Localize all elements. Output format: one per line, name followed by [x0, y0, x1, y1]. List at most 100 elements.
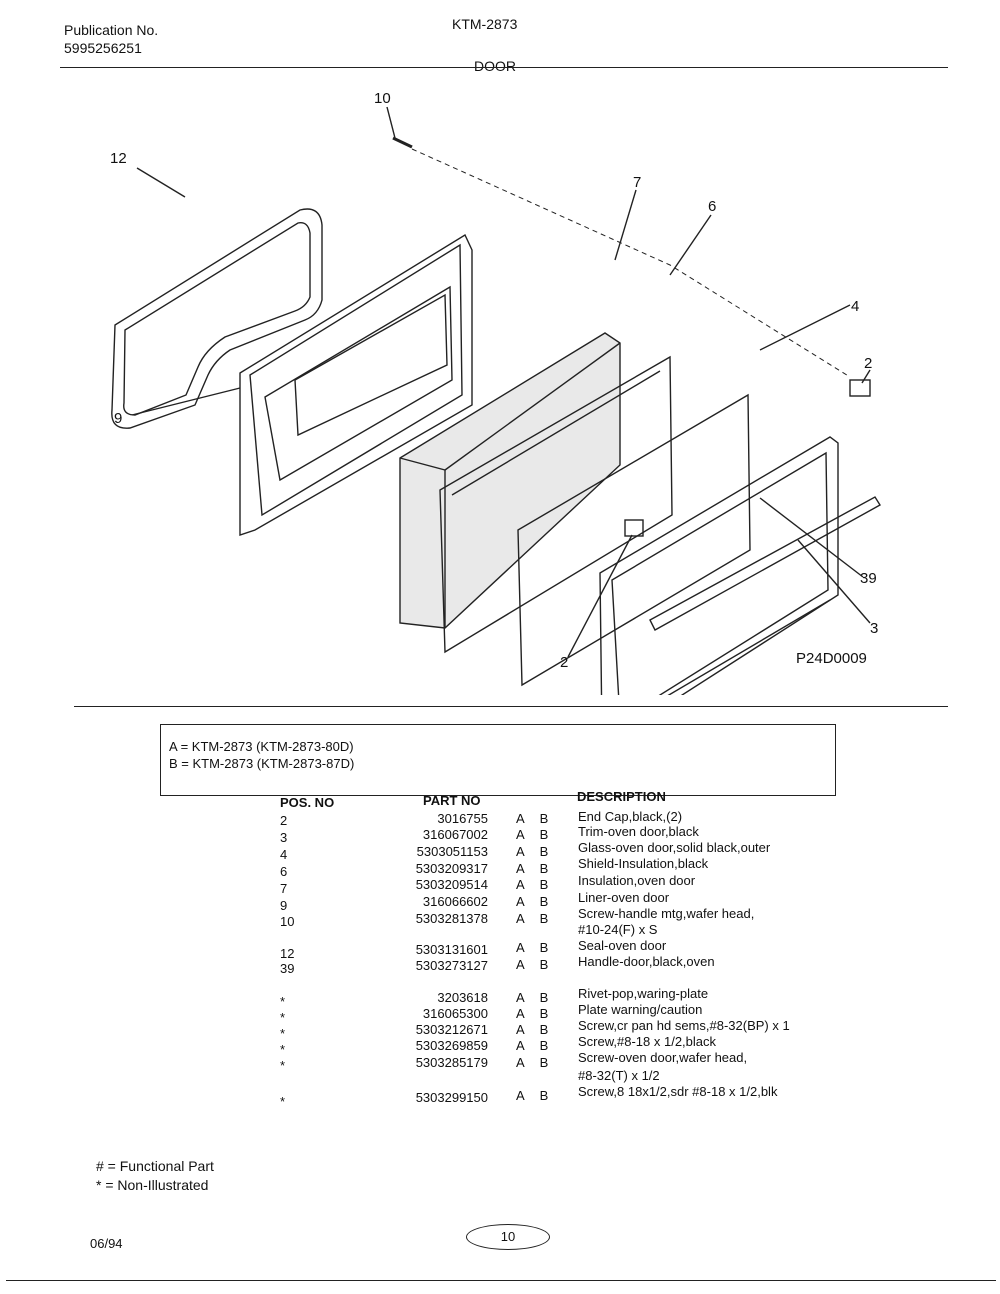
row-desc: Seal-oven door: [578, 938, 667, 953]
row-desc: Rivet-pop,waring-plate: [578, 986, 709, 1001]
row-pos: 39: [280, 961, 295, 976]
callout-9: 9: [114, 410, 122, 427]
row-part: 5303209514: [415, 877, 488, 892]
row-desc: Screw-handle mtg,wafer head,: [578, 906, 755, 921]
row-desc: Screw-oven door,wafer head,: [578, 1050, 748, 1065]
row-pos: 10: [280, 914, 295, 929]
row-models: A B: [516, 811, 555, 826]
row-pos: *: [280, 994, 286, 1009]
row-part: 5303212671: [415, 1022, 488, 1037]
callout-3: 3: [870, 620, 878, 637]
legend-line-a: A = KTM-2873 (KTM-2873-80D): [169, 739, 354, 754]
row-models: A B: [516, 990, 555, 1005]
row-models: A B: [516, 894, 555, 909]
row-models: A B: [516, 1088, 555, 1103]
row-desc: Screw,cr pan hd sems,#8-32(BP) x 1: [578, 1018, 790, 1033]
row-models: A B: [516, 861, 555, 876]
shield-insulation-part: [439, 355, 673, 654]
seal-oven-door-part: [111, 208, 323, 429]
callout-2-left: 2: [560, 654, 568, 671]
row-part: 5303051153: [416, 844, 488, 859]
callout-7: 7: [633, 174, 641, 191]
row-part: 3203618: [437, 990, 488, 1005]
row-pos: 3: [280, 830, 288, 845]
callout-10: 10: [374, 90, 391, 107]
row-pos: *: [280, 1058, 286, 1073]
row-part: 5303269859: [415, 1038, 488, 1053]
row-part: 316065300: [422, 1006, 488, 1021]
callout-12: 12: [110, 150, 127, 167]
row-part: 316066602: [422, 894, 488, 909]
functional-part-note: # = Functional Part: [96, 1158, 214, 1174]
liner-oven-door-part: [239, 233, 473, 536]
section-title: DOOR: [474, 58, 516, 74]
publication-label: Publication No.: [64, 22, 159, 38]
model-number: KTM-2873: [452, 16, 518, 32]
row-part: 316067002: [422, 827, 488, 842]
legend-line-b: B = KTM-2873 (KTM-2873-87D): [169, 756, 355, 771]
row-desc: End Cap,black,(2): [578, 809, 683, 824]
door-exploded-diagram: 10 12 7 6 4 2 9 39 3 2 P24D0009: [110, 90, 881, 695]
col-header-part: PART NO: [423, 793, 481, 808]
row-part: 5303281378: [415, 911, 488, 926]
header-rule: [60, 67, 948, 68]
row-desc: Trim-oven door,black: [578, 824, 699, 839]
row-models: A B: [516, 957, 555, 972]
row-models: A B: [516, 877, 555, 892]
glass-oven-door-part: [517, 393, 751, 687]
revision-date: 06/94: [90, 1236, 123, 1251]
callout-39: 39: [860, 570, 877, 587]
end-cap-right-part: [849, 379, 871, 397]
publication-number: 5995256251: [64, 40, 142, 56]
row-part: 5303285179: [415, 1055, 488, 1070]
row-pos: *: [280, 1026, 286, 1041]
callout-6: 6: [708, 198, 716, 215]
handle-door-part: [649, 496, 881, 631]
callout-4: 4: [851, 298, 859, 315]
row-desc-cont: #10-24(F) x S: [578, 922, 658, 937]
row-part: 5303131601: [415, 942, 488, 957]
row-pos: 9: [280, 898, 288, 913]
end-cap-left-part: [624, 519, 644, 537]
row-pos: 6: [280, 864, 288, 879]
footer-rule: [6, 1280, 996, 1281]
row-pos: *: [280, 1094, 286, 1109]
row-models: A B: [516, 911, 555, 926]
row-desc: Screw,#8-18 x 1/2,black: [578, 1034, 717, 1049]
row-desc: Insulation,oven door: [578, 873, 696, 888]
row-desc: Liner-oven door: [578, 890, 670, 905]
row-pos: 2: [280, 813, 288, 828]
row-pos: 7: [280, 881, 288, 896]
row-pos: *: [280, 1010, 286, 1025]
drawing-id: P24D0009: [796, 650, 867, 667]
row-models: A B: [516, 1055, 555, 1070]
row-part: 5303273127: [415, 958, 488, 973]
row-desc: Plate warning/caution: [578, 1002, 703, 1017]
row-models: A B: [516, 827, 555, 842]
screw-handle-part: [392, 136, 413, 149]
row-part: 5303299150: [415, 1090, 488, 1105]
row-part: 3016755: [437, 811, 488, 826]
row-part: 5303209317: [415, 861, 488, 876]
col-header-pos: POS. NO: [280, 795, 335, 810]
row-models: A B: [516, 1022, 555, 1037]
callout-2-right: 2: [864, 355, 872, 372]
row-pos: *: [280, 1042, 286, 1057]
page-number: 10: [466, 1224, 550, 1250]
row-desc-cont: #8-32(T) x 1/2: [578, 1068, 660, 1083]
row-models: A B: [516, 1006, 555, 1021]
diagram-rule: [74, 706, 948, 707]
insulation-oven-door-part: [399, 332, 621, 629]
row-pos: 12: [280, 946, 295, 961]
row-models: A B: [516, 1038, 555, 1053]
col-header-desc: DESCRIPTION: [577, 789, 666, 804]
model-legend: A = KTM-2873 (KTM-2873-80D) B = KTM-2873…: [160, 724, 836, 796]
row-desc: Shield-Insulation,black: [578, 856, 709, 871]
row-desc: Screw,8 18x1/2,sdr #8-18 x 1/2,blk: [578, 1084, 778, 1099]
row-pos: 4: [280, 847, 288, 862]
row-desc: Glass-oven door,solid black,outer: [578, 840, 771, 855]
row-models: A B: [516, 940, 555, 955]
non-illustrated-note: * = Non-Illustrated: [96, 1177, 209, 1193]
row-desc: Handle-door,black,oven: [578, 954, 715, 969]
trim-oven-door-part: [599, 436, 839, 695]
